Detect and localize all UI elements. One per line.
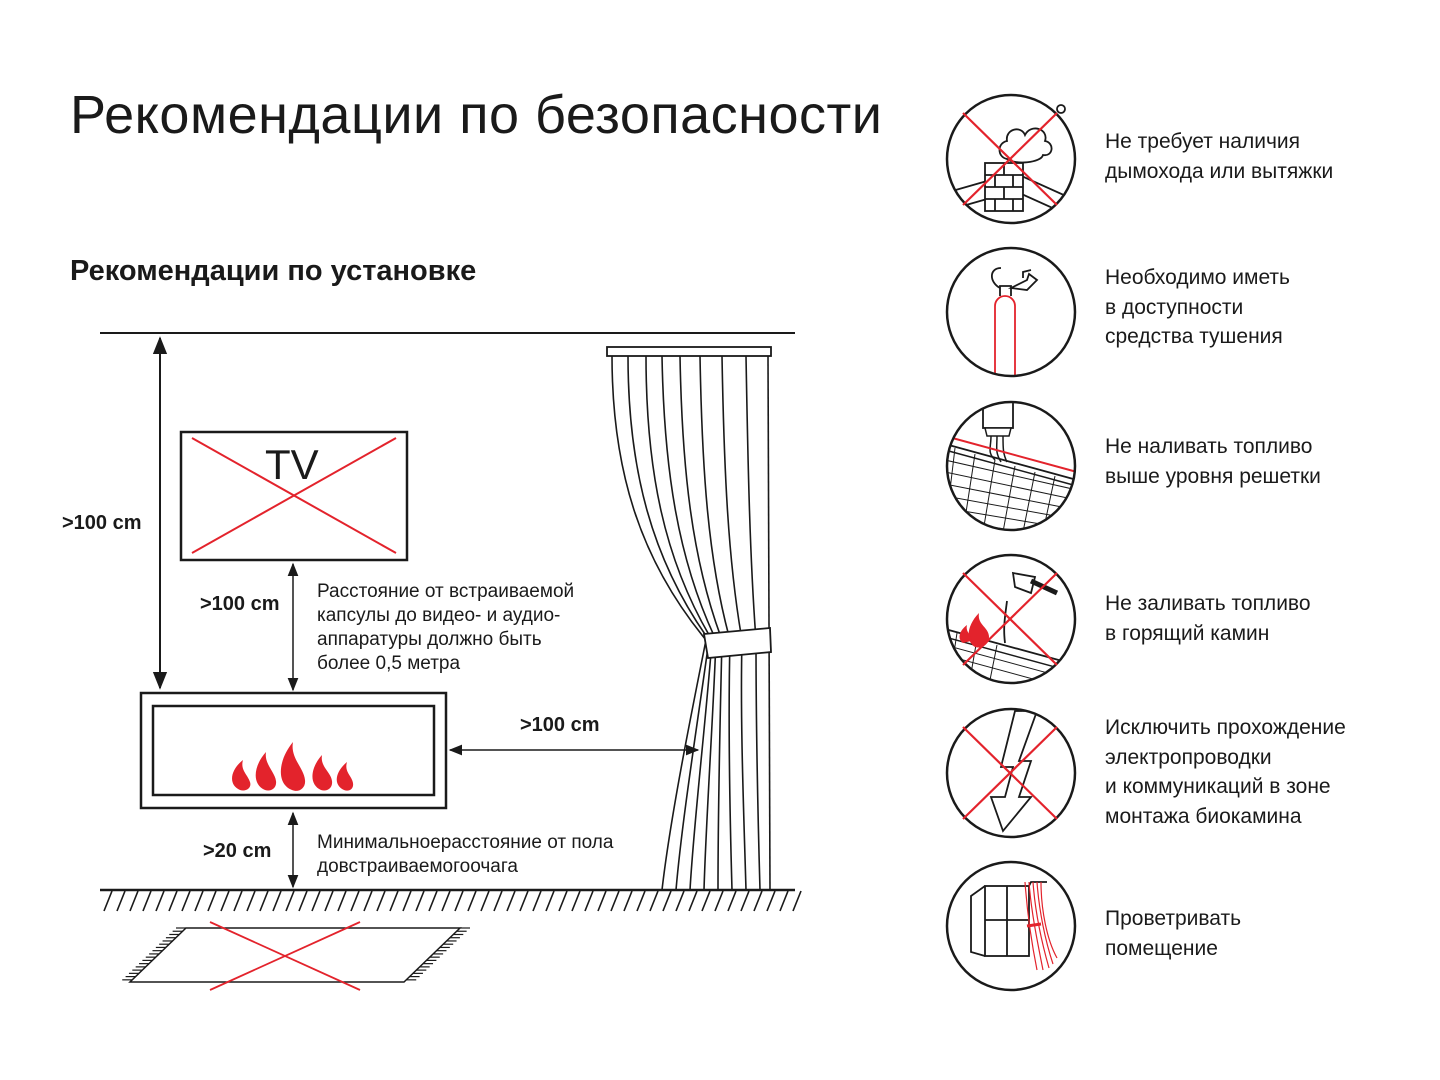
svg-text:Расстояние от встраиваемой: Расстояние от встраиваемой <box>317 581 574 602</box>
tv-gap-label: >100 cm <box>200 593 280 615</box>
recommendation-text: Необходимо иметь в доступности средства … <box>1105 266 1290 348</box>
recommendation-no-chimney: Не требует наличия дымохода или вытяжки <box>945 93 1440 225</box>
recommendation-fuel-level: Не наливать топливо выше уровня решетки <box>945 400 1440 532</box>
flames-icon <box>232 742 354 791</box>
svg-text:Минимальноерасстояние от пола: Минимальноерасстояние от пола <box>317 832 614 853</box>
no-refuel-burning-icon <box>945 553 1077 685</box>
floor-note: Минимальноерасстояние от пола довстраива… <box>317 832 614 877</box>
installation-diagram: >100 cm TV >100 cm Расстояние от встраив… <box>62 332 802 991</box>
fireplace-icon <box>139 691 448 810</box>
curtain-icon <box>606 346 772 891</box>
height-label: >100 cm <box>62 512 142 534</box>
svg-text:капсулы до видео- и аудио-: капсулы до видео- и аудио- <box>317 605 560 626</box>
recommendation-ventilate: Проветривать помещение <box>945 860 1440 992</box>
recommendation-text: Не требует наличия дымохода или вытяжки <box>1105 130 1334 183</box>
no-wiring-icon <box>945 707 1077 839</box>
recommendation-text: Исключить прохождение электропроводки и … <box>1105 716 1346 828</box>
recommendation-text: Не наливать топливо выше уровня решетки <box>1105 435 1321 488</box>
curtain-gap-label: >100 cm <box>520 714 600 736</box>
ventilate-room-icon <box>945 860 1077 992</box>
recommendation-text: Не заливать топливо в горящий камин <box>1105 592 1311 645</box>
recommendation-no-refuel: Не заливать топливо в горящий камин <box>945 553 1440 685</box>
floor-line <box>100 888 802 912</box>
tv-label: TV <box>265 441 319 488</box>
recommendation-fire-extinguisher: Необходимо иметь в доступности средства … <box>945 246 1440 378</box>
no-chimney-icon <box>945 93 1077 225</box>
svg-text:довстраиваемогоочага: довстраиваемогоочага <box>317 856 518 877</box>
floor-gap-label: >20 cm <box>203 840 271 862</box>
page-title: Рекомендации по безопасности <box>70 85 883 145</box>
tv-note: Расстояние от встраиваемой капсулы до ви… <box>317 581 574 674</box>
recommendation-text: Проветривать помещение <box>1105 907 1242 960</box>
recommendation-no-wiring: Исключить прохождение электропроводки и … <box>945 707 1440 839</box>
tv-icon: TV <box>179 430 409 562</box>
svg-text:аппаратуры должно быть: аппаратуры должно быть <box>317 629 542 650</box>
rug-icon <box>122 921 470 991</box>
section-subtitle: Рекомендации по установке <box>70 255 477 287</box>
svg-text:более 0,5 метра: более 0,5 метра <box>317 653 460 674</box>
fuel-level-grate-icon <box>945 400 1077 532</box>
fire-extinguisher-icon <box>945 246 1077 378</box>
